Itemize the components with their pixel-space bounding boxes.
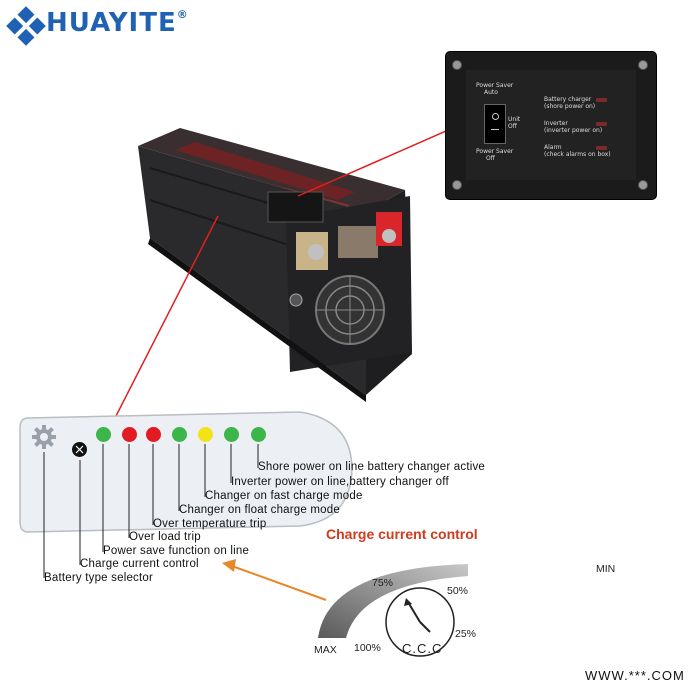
screw-icon [452, 180, 462, 190]
over-load-led [122, 427, 137, 442]
gauge-25-label: 25% [455, 628, 477, 640]
screw-icon [452, 60, 462, 70]
gauge-100-label: 100% [354, 642, 381, 654]
power-save-led [96, 427, 111, 442]
charge-current-callout: Charge current control [80, 558, 199, 570]
gear-dial-icon [32, 425, 56, 449]
gauge-max-label: MAX [314, 644, 337, 656]
battery-charger-label: Battery charger(shore power on) [544, 96, 596, 110]
shore-power-callout: Shore power on line battery changer acti… [258, 461, 486, 473]
fast-charge-led [198, 427, 213, 442]
float-charge-callout: Changer on float charge mode [179, 504, 340, 516]
rocker-switch[interactable] [484, 104, 506, 144]
alarm-led [596, 146, 607, 150]
alarm-label: Alarm(check alarms on box) [544, 144, 611, 158]
charge-control-title: Charge current control [326, 526, 478, 542]
inverter-on-led [224, 427, 239, 442]
screw-icon [638, 60, 648, 70]
fast-charge-callout: Changer on fast charge mode [205, 490, 363, 502]
gauge-50-label: 50% [447, 585, 469, 597]
over-temp-led [146, 427, 161, 442]
over-load-callout: Over load trip [129, 531, 201, 543]
brand-logo-icon [6, 6, 46, 46]
charge-control-gauge [318, 564, 468, 657]
gauge-75-label: 75% [372, 577, 394, 589]
inverter-led [596, 122, 607, 126]
power-save-callout: Power save function on line [103, 545, 250, 557]
footer-url: WWW.***.COM [585, 668, 685, 683]
inverter-label: Inverter(inverter power on) [544, 120, 603, 134]
battery-type-callout: Battery type selector [44, 572, 154, 584]
switch-on-symbol-icon [492, 113, 499, 120]
float-charge-led [172, 427, 187, 442]
gauge-min-label: MIN [596, 563, 616, 575]
inverter-power-callout: Inverter power on line,battery changer o… [231, 476, 449, 488]
gauge-knob-label: C.C.C [402, 641, 443, 656]
switch-off-symbol-icon [491, 129, 499, 130]
brand-name: HUAYITE® [46, 8, 189, 38]
charge-knob-icon [72, 442, 87, 457]
shore-power-led [251, 427, 266, 442]
over-temp-callout: Over temperature trip [153, 518, 267, 530]
screw-icon [638, 180, 648, 190]
battery-charger-led [596, 98, 607, 102]
